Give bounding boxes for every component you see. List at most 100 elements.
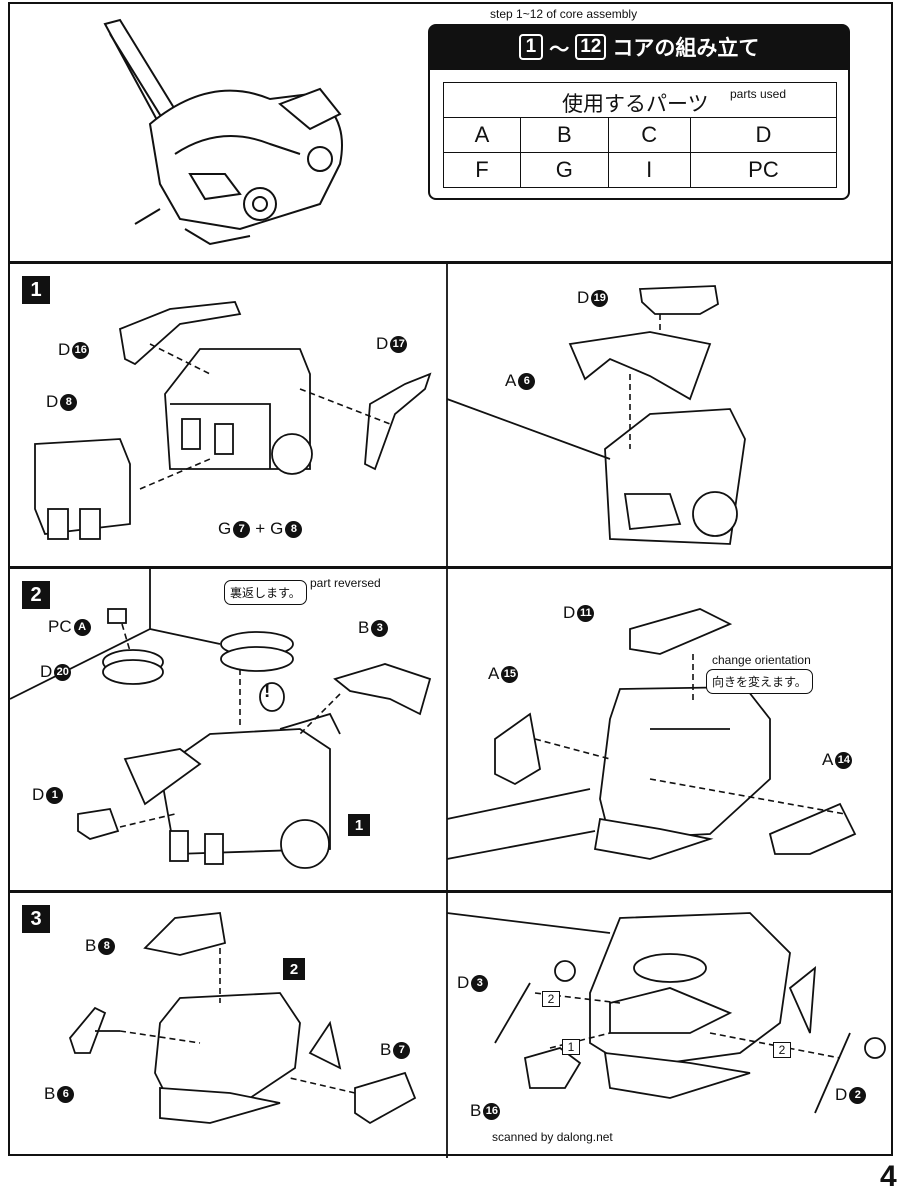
step3-panel: 3 bbox=[8, 891, 893, 1158]
core-assembly-illustration bbox=[103, 18, 343, 246]
part-number: 3 bbox=[371, 619, 389, 637]
part-letter: D bbox=[835, 1085, 848, 1104]
step-reference-2: 2 bbox=[283, 958, 305, 980]
part-cell: B bbox=[520, 117, 609, 153]
parts-heading-row: 使用するパーツ parts used bbox=[443, 82, 837, 118]
part-letter: A bbox=[488, 664, 500, 683]
part-number: 8 bbox=[285, 520, 303, 538]
part-letter: B bbox=[44, 1084, 56, 1103]
part-number: 16 bbox=[483, 1102, 501, 1120]
part-letter: D bbox=[58, 340, 71, 359]
step1-diagram bbox=[34, 264, 746, 570]
parts-used-box: 使用するパーツ parts used A B C D F G I PC bbox=[428, 70, 850, 200]
part-reversed-bubble: 裏返します。 bbox=[224, 580, 307, 605]
assembly-title: コアの組み立て bbox=[612, 36, 760, 60]
part-letter: G bbox=[270, 519, 284, 538]
parts-row: A B C D bbox=[443, 117, 838, 153]
part-number: 7 bbox=[233, 520, 251, 538]
sequence-marker-1: 1 bbox=[562, 1039, 580, 1055]
scan-credit: scanned by dalong.net bbox=[492, 1130, 613, 1144]
assembly-title-bar: 1 ～ 12 コアの組み立て bbox=[428, 24, 850, 70]
part-cell: G bbox=[520, 152, 609, 188]
part-letter: D bbox=[40, 662, 53, 681]
part-letter: D bbox=[457, 973, 470, 992]
parts-heading: 使用するパーツ bbox=[562, 92, 709, 116]
part-cell: A bbox=[443, 117, 521, 153]
sequence-marker-2: 2 bbox=[542, 991, 560, 1007]
part-number: 6 bbox=[518, 372, 536, 390]
step-reference-1: 1 bbox=[348, 814, 370, 836]
part-cell: D bbox=[689, 117, 838, 153]
part-number: 8 bbox=[60, 393, 78, 411]
title-step-from: 1 bbox=[518, 34, 544, 60]
part-reversed-note: part reversed bbox=[310, 576, 381, 590]
sequence-marker-2b: 2 bbox=[773, 1042, 791, 1058]
part-cell: F bbox=[443, 152, 521, 188]
step2-diagram bbox=[10, 569, 857, 894]
part-letter: B bbox=[85, 936, 97, 955]
part-number: 8 bbox=[98, 937, 116, 955]
step2-number: 2 bbox=[22, 581, 50, 609]
step-range-note: step 1~12 of core assembly bbox=[490, 7, 638, 21]
part-letter: D bbox=[577, 288, 590, 307]
step3-number: 3 bbox=[22, 905, 50, 933]
part-letter: G bbox=[218, 519, 232, 538]
part-letter: D bbox=[563, 603, 576, 622]
step3-diagram bbox=[68, 893, 886, 1158]
part-number: 15 bbox=[501, 665, 519, 683]
parts-row: F G I PC bbox=[443, 152, 838, 188]
part-number: A bbox=[73, 618, 91, 636]
parts-heading-en: parts used bbox=[730, 87, 787, 101]
part-letter: B bbox=[470, 1101, 482, 1120]
part-letter: PC bbox=[48, 617, 72, 636]
part-number: 20 bbox=[54, 663, 72, 681]
part-letter: B bbox=[380, 1040, 392, 1059]
caution-mark: ! bbox=[264, 681, 271, 702]
part-number: 6 bbox=[57, 1085, 75, 1103]
change-orientation-note: change orientation bbox=[712, 653, 811, 667]
change-orientation-bubble: 向きを変えます。 bbox=[706, 669, 813, 694]
title-step-to: 12 bbox=[575, 34, 607, 60]
part-cell: C bbox=[607, 117, 691, 153]
page-number: 4 bbox=[880, 1160, 897, 1193]
part-number: 16 bbox=[72, 341, 90, 359]
part-letter: D bbox=[32, 785, 45, 804]
title-separator: ～ bbox=[549, 36, 570, 61]
part-number: 3 bbox=[471, 974, 489, 992]
part-letter: D bbox=[376, 334, 389, 353]
part-number: 11 bbox=[577, 604, 595, 622]
part-number: 2 bbox=[849, 1086, 867, 1104]
part-letter: D bbox=[46, 392, 59, 411]
part-number: 1 bbox=[46, 786, 64, 804]
part-number: 19 bbox=[591, 289, 609, 307]
step1-number: 1 bbox=[22, 276, 50, 304]
part-cell: I bbox=[607, 152, 691, 188]
part-number: 17 bbox=[390, 335, 408, 353]
plus-sign: + bbox=[255, 519, 266, 538]
part-letter: B bbox=[358, 618, 370, 637]
part-number: 7 bbox=[393, 1041, 411, 1059]
part-letter: A bbox=[822, 750, 834, 769]
step2-panel: 2 bbox=[8, 567, 893, 894]
part-cell: PC bbox=[689, 152, 838, 188]
step1-panel: 1 bbox=[8, 262, 893, 570]
part-number: 14 bbox=[835, 751, 853, 769]
